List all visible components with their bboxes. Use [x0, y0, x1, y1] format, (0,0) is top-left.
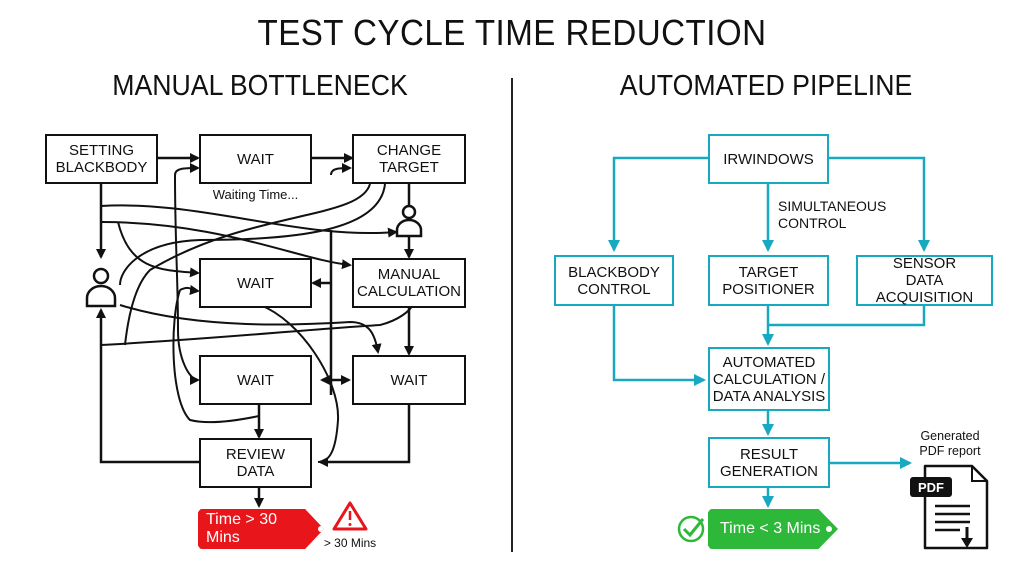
check-circle-icon	[677, 515, 705, 543]
section-divider	[511, 78, 513, 552]
warning-note: > 30 Mins	[323, 536, 377, 550]
box-wait-low-left: WAIT	[199, 355, 312, 405]
tag-hole-icon	[826, 526, 833, 532]
waiting-time-note: Waiting Time...	[212, 187, 299, 202]
line-sensor-merge	[768, 306, 926, 327]
arrow-review-to-operator	[96, 308, 199, 464]
automated-time-tag: Time < 3 Mins	[708, 509, 838, 549]
box-change-target: CHANGE TARGET	[352, 134, 466, 184]
pdf-badge-label: PDF	[918, 480, 944, 495]
page-title: TEST CYCLE TIME REDUCTION	[257, 12, 767, 53]
box-result-generation: RESULT GENERATION	[708, 437, 830, 488]
box-setting-blackbody: SETTING BLACKBODY	[45, 134, 158, 184]
manual-time-label: Time > 30 Mins	[206, 511, 277, 546]
manual-heading: MANUAL BOTTLENECK	[112, 70, 408, 102]
operator-icon-right	[395, 204, 423, 238]
manual-connectors	[96, 153, 414, 508]
box-sensor-data-acquisition: SENSOR DATA ACQUISITION	[856, 255, 993, 306]
box-blackbody-control: BLACKBODY CONTROL	[554, 255, 674, 306]
automated-heading: AUTOMATED PIPELINE	[619, 70, 913, 102]
box-manual-calculation: MANUAL CALCULATION	[352, 258, 466, 308]
box-wait-top: WAIT	[199, 134, 312, 184]
pdf-report-note: Generated PDF report	[919, 429, 981, 458]
pdf-document-icon	[910, 464, 989, 550]
arrow-blackbody-to-calc	[612, 306, 706, 386]
box-target-positioner: TARGET POSITIONER	[708, 255, 829, 306]
arrow-wait-right-to-review	[318, 405, 411, 467]
arrow-irwindows-to-blackbody	[608, 156, 708, 252]
automated-connectors	[608, 156, 930, 508]
simultaneous-control-note: SIMULTANEOUS CONTROL	[778, 198, 887, 231]
box-wait-low-right: WAIT	[352, 355, 466, 405]
warning-icon	[332, 501, 368, 531]
box-review-data: REVIEW DATA	[199, 438, 312, 488]
box-irwindows: IRWINDOWS	[708, 134, 829, 184]
automated-time-label: Time < 3 Mins	[720, 520, 821, 537]
arrow-irwindows-to-sensor	[829, 156, 930, 252]
operator-icon-left	[85, 267, 117, 308]
manual-time-tag: Time > 30 Mins	[198, 509, 324, 549]
box-automated-calculation: AUTOMATED CALCULATION / DATA ANALYSIS	[708, 347, 830, 411]
manual-tangled-curves	[99, 163, 413, 463]
box-wait-mid: WAIT	[199, 258, 312, 308]
tag-hole-icon	[318, 526, 324, 532]
